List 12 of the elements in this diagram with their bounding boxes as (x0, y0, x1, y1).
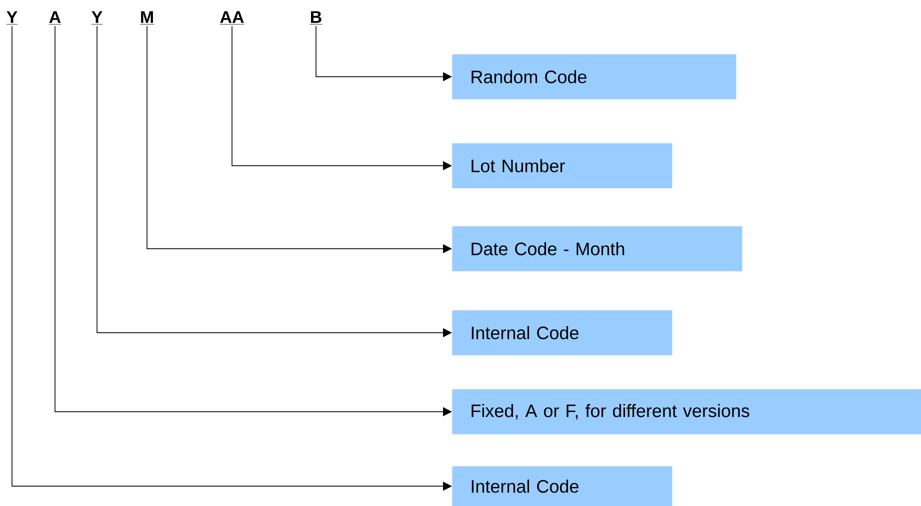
label-box: Internal Code (452, 466, 672, 506)
label-box: Random Code (452, 54, 736, 100)
code-letter: A (48, 11, 62, 24)
code-letter: M (140, 11, 154, 24)
code-letter: AA (220, 11, 244, 24)
label-box: Fixed, A or F, for different versions (452, 389, 921, 434)
code-letter: Y (91, 11, 103, 24)
label-box: Lot Number (452, 143, 672, 188)
label-box: Date Code - Month (452, 226, 742, 272)
label-box: Internal Code (452, 310, 672, 356)
code-letter: Y (6, 11, 18, 24)
code-letter: B (310, 11, 322, 24)
